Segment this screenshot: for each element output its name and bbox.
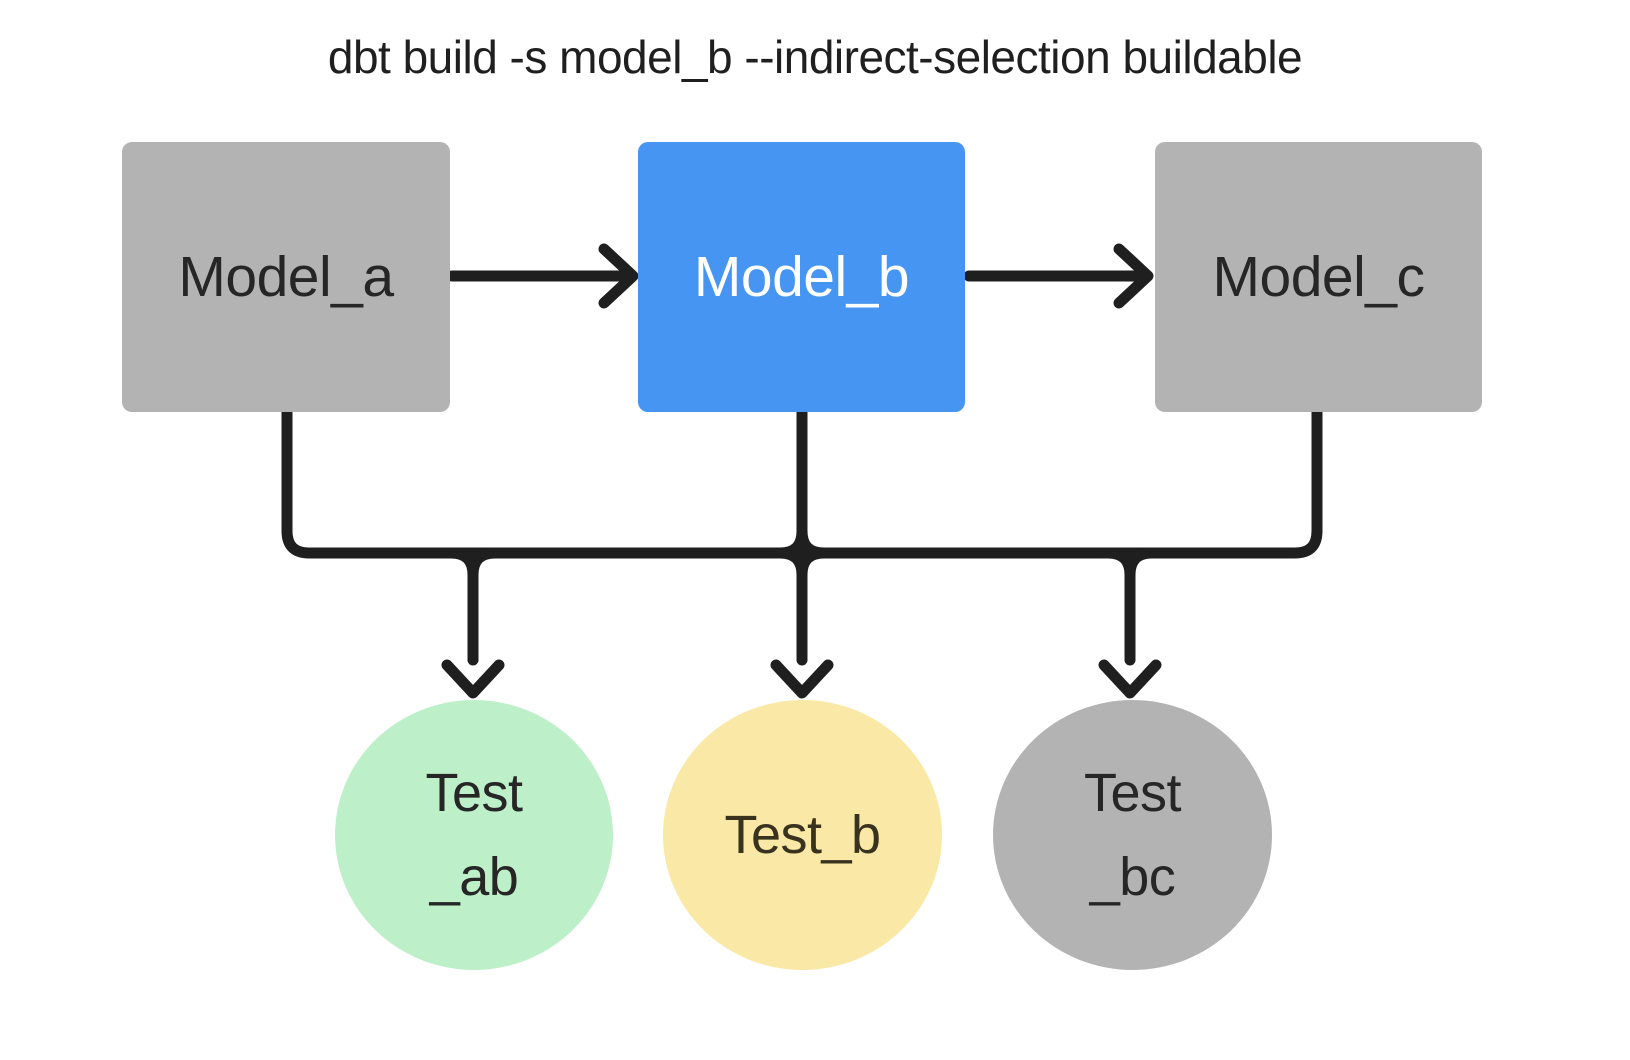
- node-model-a: Model_a: [122, 142, 450, 412]
- diagram-title: dbt build -s model_b --indirect-selectio…: [327, 31, 1303, 83]
- node-test-b: Test_b: [663, 700, 942, 970]
- node-test-ab-label: Test _ab: [425, 751, 523, 919]
- arrowhead-icon: [1113, 243, 1154, 309]
- edge-bus-to-test-ab: [441, 547, 505, 699]
- node-model-b-label: Model_b: [693, 245, 910, 309]
- node-test-bc-label: Test _bc: [1083, 751, 1182, 919]
- node-model-c: Model_c: [1155, 142, 1482, 412]
- node-model-a-label: Model_a: [178, 245, 394, 309]
- arrowhead-icon: [1098, 659, 1162, 699]
- edge-bus-to-test-bc: [1098, 547, 1162, 699]
- node-model-c-label: Model_c: [1212, 245, 1425, 309]
- node-test-ab-label-line2: _ab: [429, 847, 519, 907]
- edge-fillet: [796, 547, 830, 581]
- edge-model-b-to-model-c: [963, 243, 1154, 309]
- node-test-b-label: Test_b: [724, 793, 881, 877]
- node-test-ab: Test _ab: [335, 700, 613, 970]
- arrowhead-icon: [441, 659, 505, 699]
- node-test-ab-label-line1: Test: [425, 763, 523, 823]
- arrowhead-icon: [598, 243, 639, 309]
- edge-model-a-to-model-b: [446, 243, 639, 309]
- node-test-bc-label-line2: _bc: [1089, 847, 1176, 907]
- node-test-b-label-line1: Test_b: [724, 805, 881, 865]
- node-test-bc: Test _bc: [993, 700, 1272, 970]
- edge-model-b-to-test-b: [770, 404, 834, 699]
- arrowhead-icon: [770, 659, 834, 699]
- node-model-b-selected: Model_b: [638, 142, 965, 412]
- node-test-bc-label-line1: Test: [1083, 763, 1182, 823]
